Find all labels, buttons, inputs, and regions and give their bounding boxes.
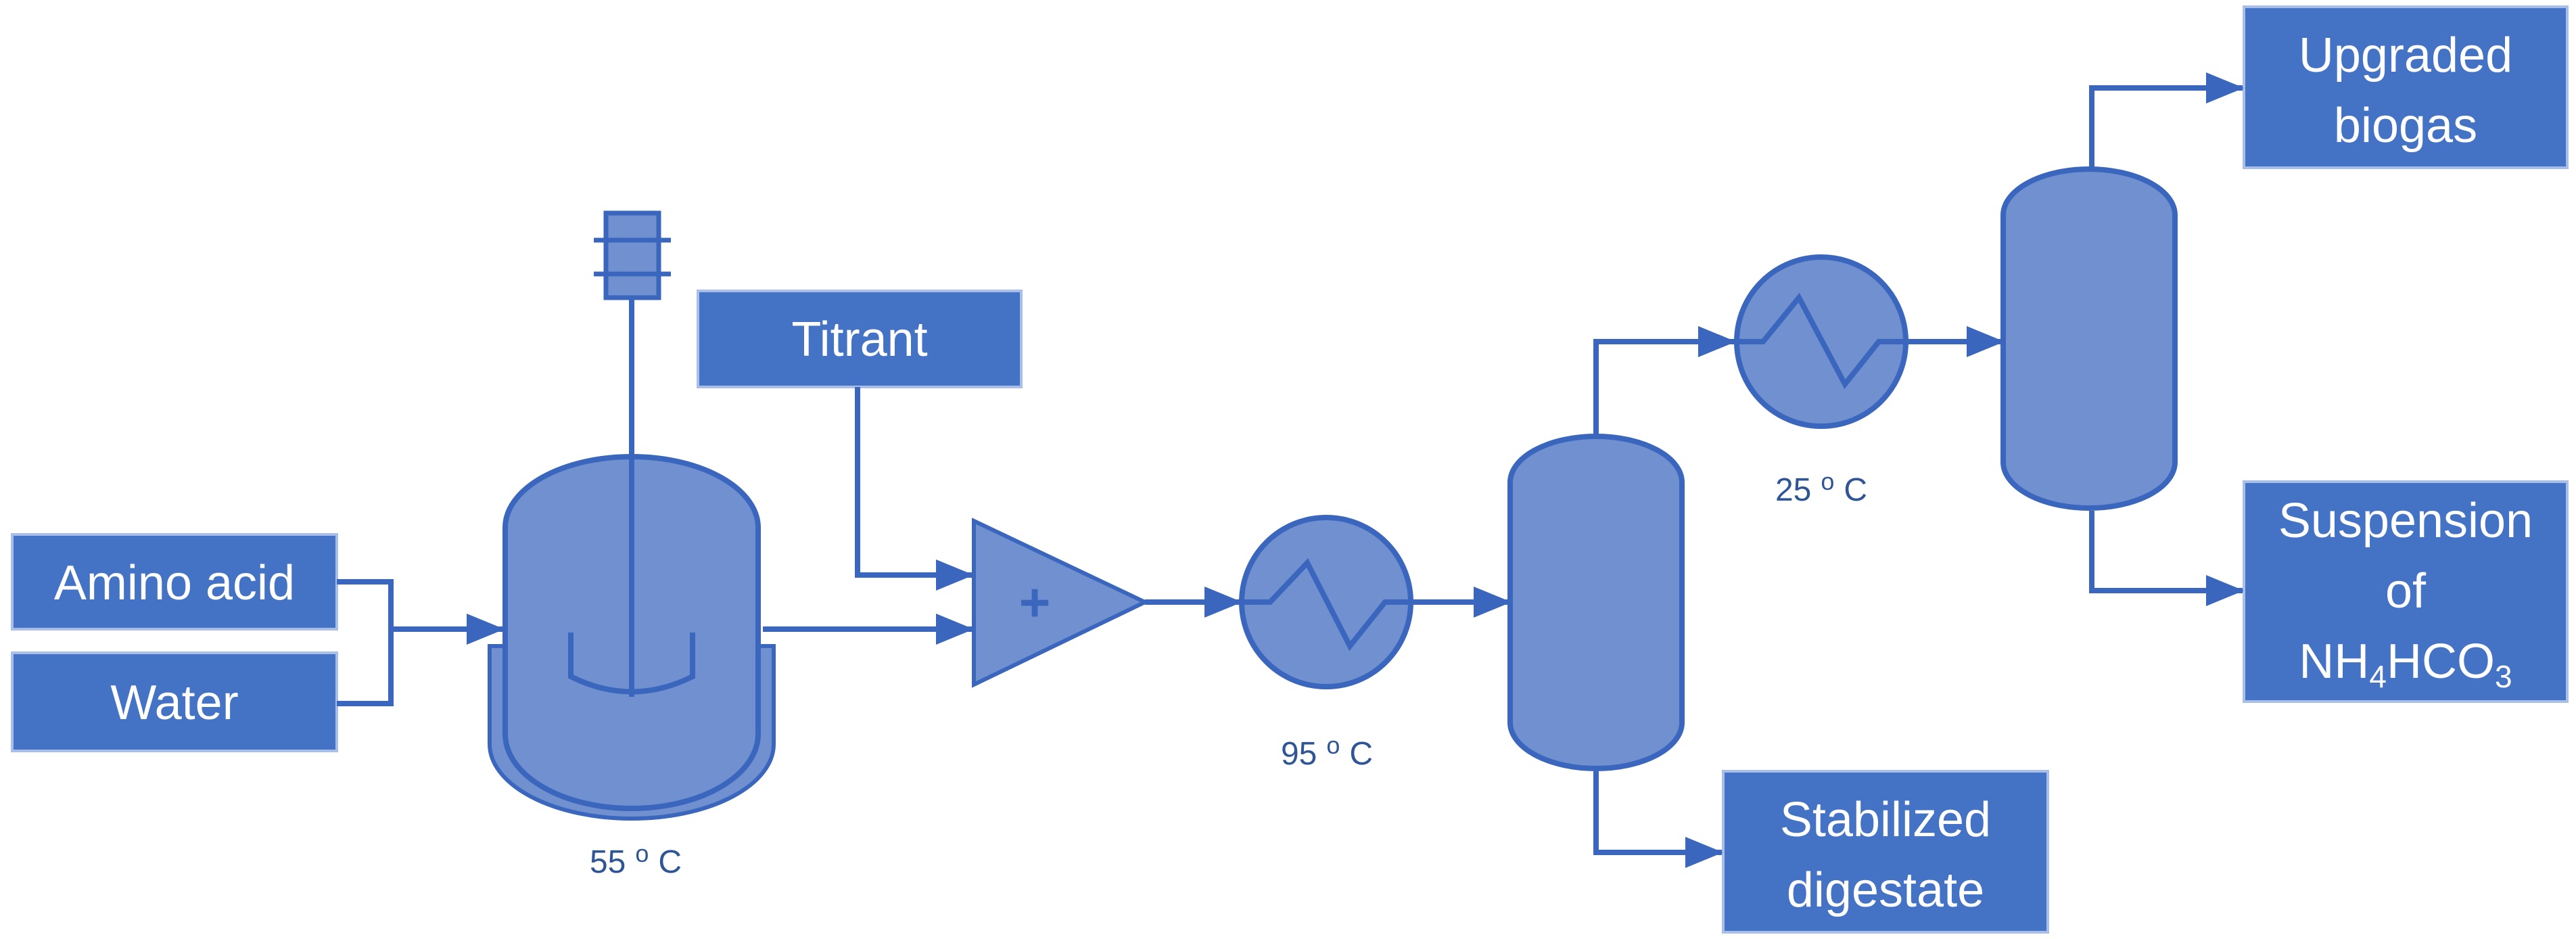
- upgraded-biogas-line1: Upgraded: [2299, 28, 2512, 83]
- separator-vessel-2-icon: [2000, 166, 2178, 511]
- agitator-motor-icon: [594, 210, 671, 300]
- mixer-icon: +: [972, 518, 1150, 688]
- stabilized-digestate-box: Stabilized digestate: [1722, 770, 2049, 934]
- cooler-heat-exchanger-icon: [1734, 254, 1908, 429]
- suspension-line2: of: [2385, 564, 2427, 618]
- stabilized-digestate-line2: digestate: [1787, 863, 1984, 917]
- reactor-impeller: [568, 633, 695, 695]
- amino-acid-label: Amino acid: [54, 556, 295, 610]
- stabilized-digestate-line1: Stabilized: [1780, 793, 1991, 847]
- titrant-box: Titrant: [697, 290, 1023, 388]
- stirred-tank-reactor-icon: [488, 210, 776, 821]
- separator-vessel-icon: [1507, 434, 1685, 771]
- suspension-box: Suspension of NH4HCO3: [2243, 480, 2569, 703]
- titrant-stream: [855, 387, 974, 591]
- suspension-stream: [2089, 511, 2244, 606]
- heat-exchanger-icon: [1239, 515, 1413, 689]
- biogas-stream: [2089, 72, 2244, 169]
- suspension-formula: NH4HCO3: [2299, 635, 2512, 694]
- water-label: Water: [110, 676, 238, 730]
- amino-acid-stream: [337, 579, 394, 629]
- separator1-vapor-stream: [1593, 326, 1736, 436]
- water-box: Water: [11, 651, 338, 752]
- digestate-stream: [1593, 771, 1723, 868]
- amino-acid-box: Amino acid: [11, 533, 338, 631]
- separator-2: [2000, 166, 2178, 511]
- titrant-label: Titrant: [791, 313, 927, 367]
- mixer-plus-symbol: +: [1019, 572, 1051, 633]
- upgraded-biogas-line2: biogas: [2334, 99, 2477, 153]
- water-stream: [337, 629, 394, 706]
- streams: [337, 72, 2244, 868]
- separator-1: [1507, 434, 1685, 771]
- suspension-line1: Suspension: [2278, 494, 2533, 548]
- upgraded-biogas-box: Upgraded biogas: [2243, 5, 2569, 169]
